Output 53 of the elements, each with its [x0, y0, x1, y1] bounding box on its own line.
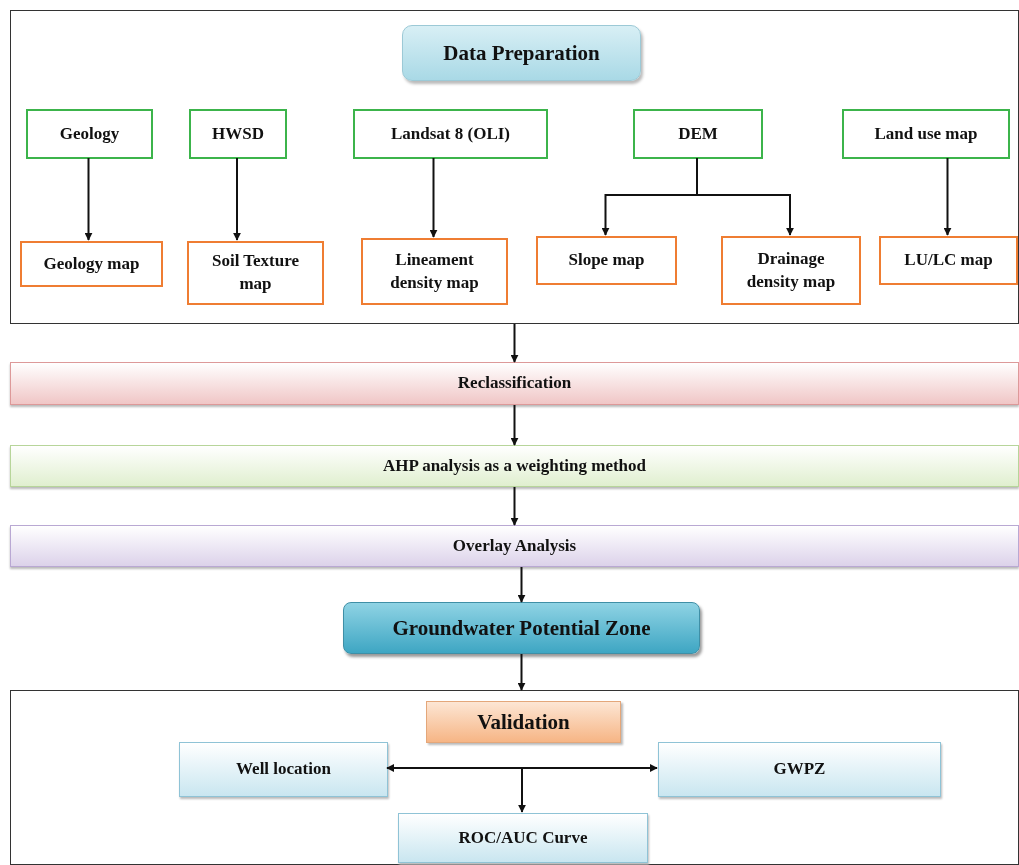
map-box: [361, 238, 508, 305]
node-label: HWSD: [211, 122, 265, 145]
arrow: [84, 157, 93, 241]
step-band: [10, 445, 1019, 487]
node-label: Well location: [235, 758, 332, 781]
node-label: Landsat 8 (OLI): [390, 122, 511, 145]
map-box: [536, 236, 677, 285]
node-label: Data Preparation: [442, 39, 601, 67]
arrow: [429, 157, 438, 238]
node-label: Overlay Analysis: [451, 534, 578, 557]
map-box: [721, 236, 861, 305]
arrow: [517, 653, 526, 691]
step-band: [10, 525, 1019, 567]
arrow: [510, 323, 519, 363]
source-box: [353, 109, 548, 159]
process-box: [179, 742, 388, 797]
node-label: Soil Texture map: [210, 250, 301, 295]
arrow: [386, 764, 658, 772]
node-label: Lineament density map: [389, 248, 480, 294]
heading-box: [426, 701, 621, 743]
node-label: LU/LC map: [903, 249, 994, 272]
arrow: [510, 404, 519, 446]
result-box: [343, 602, 700, 654]
process-box: [398, 813, 648, 863]
arrow: [233, 157, 241, 241]
node-label: DEM: [677, 122, 719, 145]
arrow: [517, 566, 526, 603]
step-band: [10, 362, 1019, 405]
process-box: [658, 742, 941, 797]
source-box: [842, 109, 1010, 159]
map-box: [20, 241, 163, 287]
node-label: Drainage density map: [745, 247, 837, 293]
node-label: Reclassification: [456, 372, 573, 395]
map-box: [187, 241, 324, 305]
node-label: Land use map: [873, 122, 979, 145]
node-label: Validation: [476, 708, 571, 736]
source-box: [26, 109, 153, 159]
source-box: [189, 109, 287, 159]
node-label: Geology map: [42, 252, 141, 275]
map-box: [879, 236, 1018, 285]
section-frame: [10, 10, 1019, 324]
node-label: Groundwater Potential Zone: [391, 614, 652, 642]
node-label: GWPZ: [772, 758, 827, 781]
arrow: [518, 767, 526, 813]
source-box: [633, 109, 763, 159]
arrow: [510, 486, 519, 526]
node-label: AHP analysis as a weighting method: [381, 454, 648, 477]
arrow: [943, 157, 952, 236]
node-label: Slope map: [567, 249, 646, 272]
node-label: ROC/AUC Curve: [457, 826, 589, 849]
node-label: Geology: [58, 122, 121, 145]
heading-box: [402, 25, 641, 81]
section-frame: [10, 690, 1019, 865]
